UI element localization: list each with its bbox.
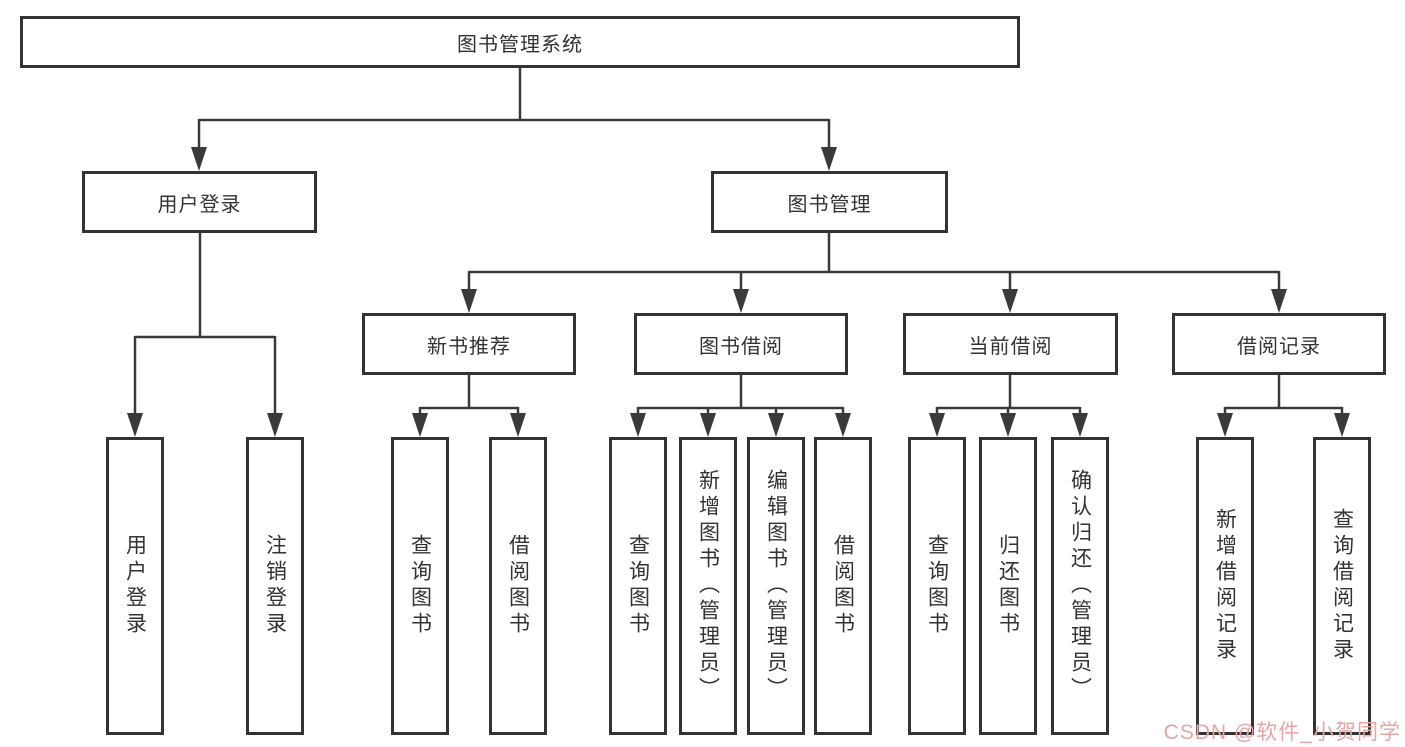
node-current-borrow: 当前借阅 xyxy=(903,313,1118,375)
node-label: 图书管理系统 xyxy=(457,33,583,56)
leaf-borrow-books-2: 借阅图书 xyxy=(814,437,872,735)
node-label: 借阅图书 xyxy=(506,534,530,638)
csdn-watermark: CSDN @软件_小贺同学 xyxy=(1163,721,1401,744)
node-label: 注销登录 xyxy=(263,534,287,638)
node-library-management-system: 图书管理系统 xyxy=(20,16,1020,68)
node-label: 归还图书 xyxy=(996,534,1020,638)
leaf-return-books: 归还图书 xyxy=(979,437,1037,735)
leaf-edit-books-admin: 编辑图书（管理员） xyxy=(747,437,805,735)
node-label: 借阅记录 xyxy=(1237,335,1321,358)
node-label: 查询借阅记录 xyxy=(1330,508,1354,664)
node-label: 新书推荐 xyxy=(427,335,511,358)
node-label: 查询图书 xyxy=(626,534,650,638)
node-label: 图书借阅 xyxy=(699,335,783,358)
leaf-query-borrow-record: 查询借阅记录 xyxy=(1313,437,1371,735)
leaf-add-books-admin: 新增图书（管理员） xyxy=(679,437,737,735)
node-label: 查询图书 xyxy=(408,534,432,638)
node-label: 新增图书（管理员） xyxy=(696,469,720,703)
node-book-borrow: 图书借阅 xyxy=(634,313,848,375)
node-label: 新增借阅记录 xyxy=(1213,508,1237,664)
node-label: 图书管理 xyxy=(787,193,872,216)
leaf-user-login: 用户登录 xyxy=(106,437,164,735)
node-label: 查询图书 xyxy=(925,534,949,638)
node-new-book-recommend: 新书推荐 xyxy=(362,313,576,375)
leaf-query-books-3: 查询图书 xyxy=(908,437,966,735)
leaf-query-books-2: 查询图书 xyxy=(609,437,667,735)
node-label: 当前借阅 xyxy=(968,335,1053,358)
leaf-query-books-1: 查询图书 xyxy=(391,437,449,735)
leaf-logout: 注销登录 xyxy=(246,437,304,735)
node-label: 编辑图书（管理员） xyxy=(764,469,788,703)
leaf-borrow-books-1: 借阅图书 xyxy=(489,437,547,735)
node-user-login: 用户登录 xyxy=(82,171,317,233)
node-label: 用户登录 xyxy=(123,534,147,638)
leaf-add-borrow-record: 新增借阅记录 xyxy=(1196,437,1254,735)
leaf-confirm-return-admin: 确认归还（管理员） xyxy=(1051,437,1109,735)
arrowheads xyxy=(127,147,1350,437)
node-label: 借阅图书 xyxy=(831,534,855,638)
node-label: 确认归还（管理员） xyxy=(1068,469,1092,703)
node-book-management: 图书管理 xyxy=(711,171,948,233)
node-label: 用户登录 xyxy=(157,193,242,216)
node-borrow-records: 借阅记录 xyxy=(1172,313,1386,375)
